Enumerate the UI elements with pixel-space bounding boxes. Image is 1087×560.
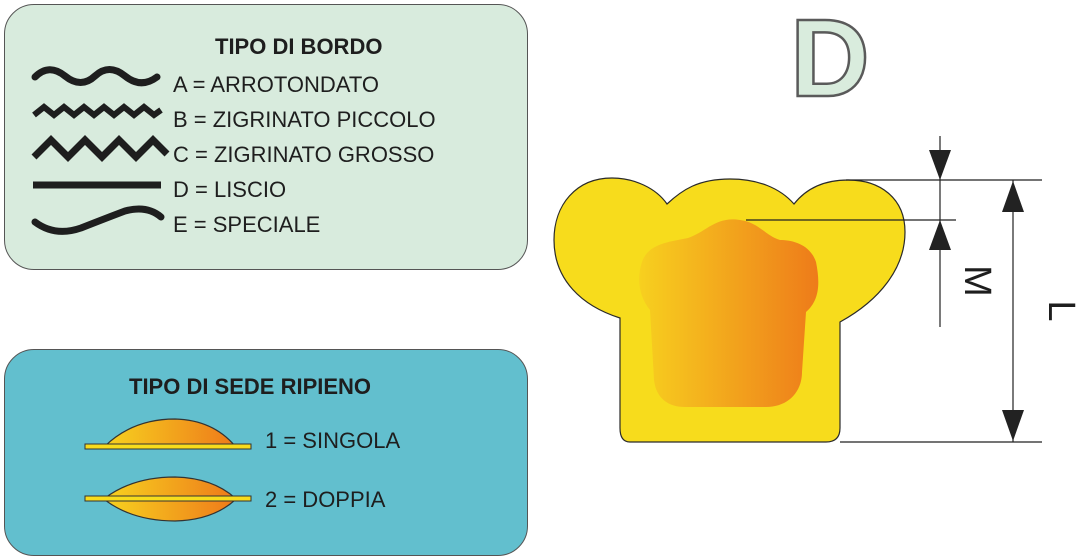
filling-type-panel: TIPO DI SEDE RIPIENO 1 = SINGOLA 2 = DOP…: [4, 349, 528, 556]
dimension-l-arrow-down: [1002, 410, 1024, 441]
dimension-l-arrow-up: [1002, 181, 1024, 212]
shape-letter: D: [790, 0, 869, 120]
curved-special-edge-icon: [31, 205, 165, 235]
edge-type-a-label: A = ARROTONDATO: [173, 72, 380, 97]
filling-cavity: [639, 219, 819, 407]
edge-type-title: TIPO DI BORDO: [215, 34, 383, 59]
pasta-shape-drawing: D M L: [553, 0, 1082, 443]
dimension-l-label: L: [1040, 300, 1082, 321]
filling-type-title: TIPO DI SEDE RIPIENO: [129, 374, 372, 399]
coarse-zigzag-edge-icon: [31, 135, 170, 162]
dimension-lines: [746, 136, 1042, 443]
edge-type-panel: TIPO DI BORDO A = ARROTONDATO B = ZIGRIN…: [4, 4, 528, 270]
dimension-m-arrow-up: [929, 220, 951, 250]
edge-type-e-label: E = SPECIALE: [173, 212, 321, 237]
filling-type-single-label: 1 = SINGOLA: [265, 428, 401, 453]
edge-type-b-label: B = ZIGRINATO PICCOLO: [173, 107, 436, 132]
wavy-rounded-edge-icon: [31, 66, 161, 87]
edge-type-d-label: D = LISCIO: [173, 177, 287, 202]
single-filling-seat-icon: [84, 418, 252, 450]
dimension-m-label: M: [956, 265, 998, 297]
fine-zigzag-edge-icon: [32, 103, 163, 119]
dimension-m-arrow-down: [929, 150, 951, 180]
edge-type-c-label: C = ZIGRINATO GROSSO: [173, 142, 435, 167]
straight-edge-icon: [33, 181, 161, 189]
filling-type-double-label: 2 = DOPPIA: [265, 487, 386, 512]
double-filling-seat-icon: [84, 476, 252, 522]
